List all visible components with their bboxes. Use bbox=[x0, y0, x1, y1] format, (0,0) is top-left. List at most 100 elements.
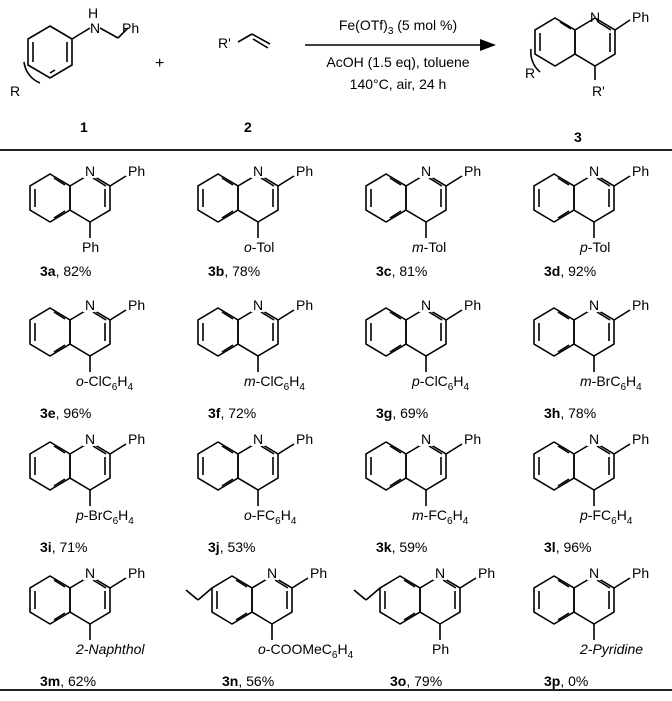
ring-nitrogen: N bbox=[589, 163, 599, 179]
condition-catalyst: Fe(OTf)3 (5 mol %) bbox=[339, 17, 457, 37]
double-bond bbox=[428, 177, 443, 187]
pyridine-ring bbox=[237, 441, 279, 491]
phenyl-label: Ph bbox=[464, 431, 481, 447]
product-structure bbox=[530, 17, 631, 80]
double-bond bbox=[403, 579, 416, 588]
substituent-label: Ph bbox=[432, 641, 449, 657]
substituent-label: o-COOMeC6H4 bbox=[258, 641, 354, 661]
substituent-label: m-Tol bbox=[412, 239, 446, 255]
pyridine-ring bbox=[573, 173, 615, 223]
compound-label: 3i, 71% bbox=[40, 539, 88, 555]
phenyl-label: Ph bbox=[478, 565, 495, 581]
phenyl-label: Ph bbox=[296, 431, 313, 447]
compound-label: 3l, 96% bbox=[544, 539, 592, 555]
ph-bond bbox=[109, 309, 127, 321]
benzo-ring bbox=[29, 173, 71, 223]
ring-nitrogen: N bbox=[253, 163, 263, 179]
benzo-ring bbox=[533, 307, 575, 357]
n-mask bbox=[587, 298, 601, 312]
double-bond bbox=[274, 579, 289, 589]
substituent-label: o-Tol bbox=[244, 239, 274, 255]
benzo-ring bbox=[533, 575, 575, 625]
double-bond bbox=[221, 311, 234, 320]
compound-label: 3f, 72% bbox=[208, 405, 256, 421]
ph-bond bbox=[613, 309, 631, 321]
double-bond bbox=[221, 478, 234, 487]
double-bond bbox=[53, 210, 66, 219]
pyridine-ring bbox=[251, 575, 293, 625]
phenyl-label: Ph bbox=[310, 565, 327, 581]
ring-nitrogen: N bbox=[589, 431, 599, 447]
pyridine-ring bbox=[237, 173, 279, 223]
compound-label: 3m, 62% bbox=[40, 673, 96, 689]
double-bond bbox=[557, 478, 570, 487]
double-bond bbox=[221, 344, 234, 353]
substituent-label: p-Tol bbox=[579, 239, 610, 255]
ring-nitrogen: N bbox=[85, 565, 95, 581]
n-mask bbox=[83, 566, 97, 580]
benzo-ring bbox=[365, 173, 407, 223]
label-2: 2 bbox=[244, 119, 252, 135]
phenyl-label: Ph bbox=[464, 297, 481, 313]
phenyl-label: Ph bbox=[464, 163, 481, 179]
double-bond bbox=[92, 579, 107, 589]
amine-r: R bbox=[10, 83, 20, 99]
ring-nitrogen: N bbox=[589, 297, 599, 313]
benzo-ring bbox=[533, 173, 575, 223]
double-bond bbox=[53, 478, 66, 487]
benzo-ring bbox=[365, 441, 407, 491]
double-bond bbox=[260, 177, 275, 187]
double-bond bbox=[92, 311, 107, 321]
pyridine-ring bbox=[69, 173, 111, 223]
amine-n: N bbox=[90, 20, 100, 36]
ring-nitrogen: N bbox=[421, 431, 431, 447]
ph-bond bbox=[109, 175, 127, 187]
compound-label: 3a, 82% bbox=[40, 263, 91, 279]
double-bond bbox=[596, 311, 611, 321]
double-bond bbox=[221, 445, 234, 454]
substituent-label: o-FC6H4 bbox=[244, 507, 297, 527]
n-mask bbox=[251, 164, 265, 178]
phenyl-label: Ph bbox=[632, 431, 649, 447]
ring-nitrogen: N bbox=[421, 297, 431, 313]
ring-nitrogen: N bbox=[85, 297, 95, 313]
ph-bond bbox=[613, 175, 631, 187]
ph-bond bbox=[277, 443, 295, 455]
pyridine-ring bbox=[69, 441, 111, 491]
amine-h: H bbox=[88, 5, 98, 21]
condition-additive: AcOH (1.5 eq), toluene bbox=[326, 54, 469, 70]
amine-ph: Ph bbox=[122, 20, 139, 36]
substituent-label: Ph bbox=[82, 239, 99, 255]
n-mask bbox=[251, 298, 265, 312]
benzo-ring bbox=[365, 307, 407, 357]
condition-temp: 140°C, air, 24 h bbox=[350, 76, 447, 92]
n-mask bbox=[83, 164, 97, 178]
double-bond bbox=[389, 478, 402, 487]
compound-label: 3d, 92% bbox=[544, 263, 596, 279]
ring-nitrogen: N bbox=[85, 163, 95, 179]
n-mask bbox=[419, 298, 433, 312]
phenyl-label: Ph bbox=[128, 163, 145, 179]
double-bond bbox=[403, 612, 416, 621]
label-3: 3 bbox=[574, 129, 582, 145]
compound-label: 3g, 69% bbox=[376, 405, 428, 421]
pyridine-ring bbox=[69, 307, 111, 357]
double-bond bbox=[389, 445, 402, 454]
ph-bond bbox=[445, 443, 463, 455]
compound-label: 3p, 0% bbox=[544, 673, 588, 689]
ring-nitrogen: N bbox=[267, 565, 277, 581]
pyridine-ring bbox=[419, 575, 461, 625]
double-bond bbox=[557, 579, 570, 588]
double-bond bbox=[53, 445, 66, 454]
pyridine-ring bbox=[405, 441, 447, 491]
